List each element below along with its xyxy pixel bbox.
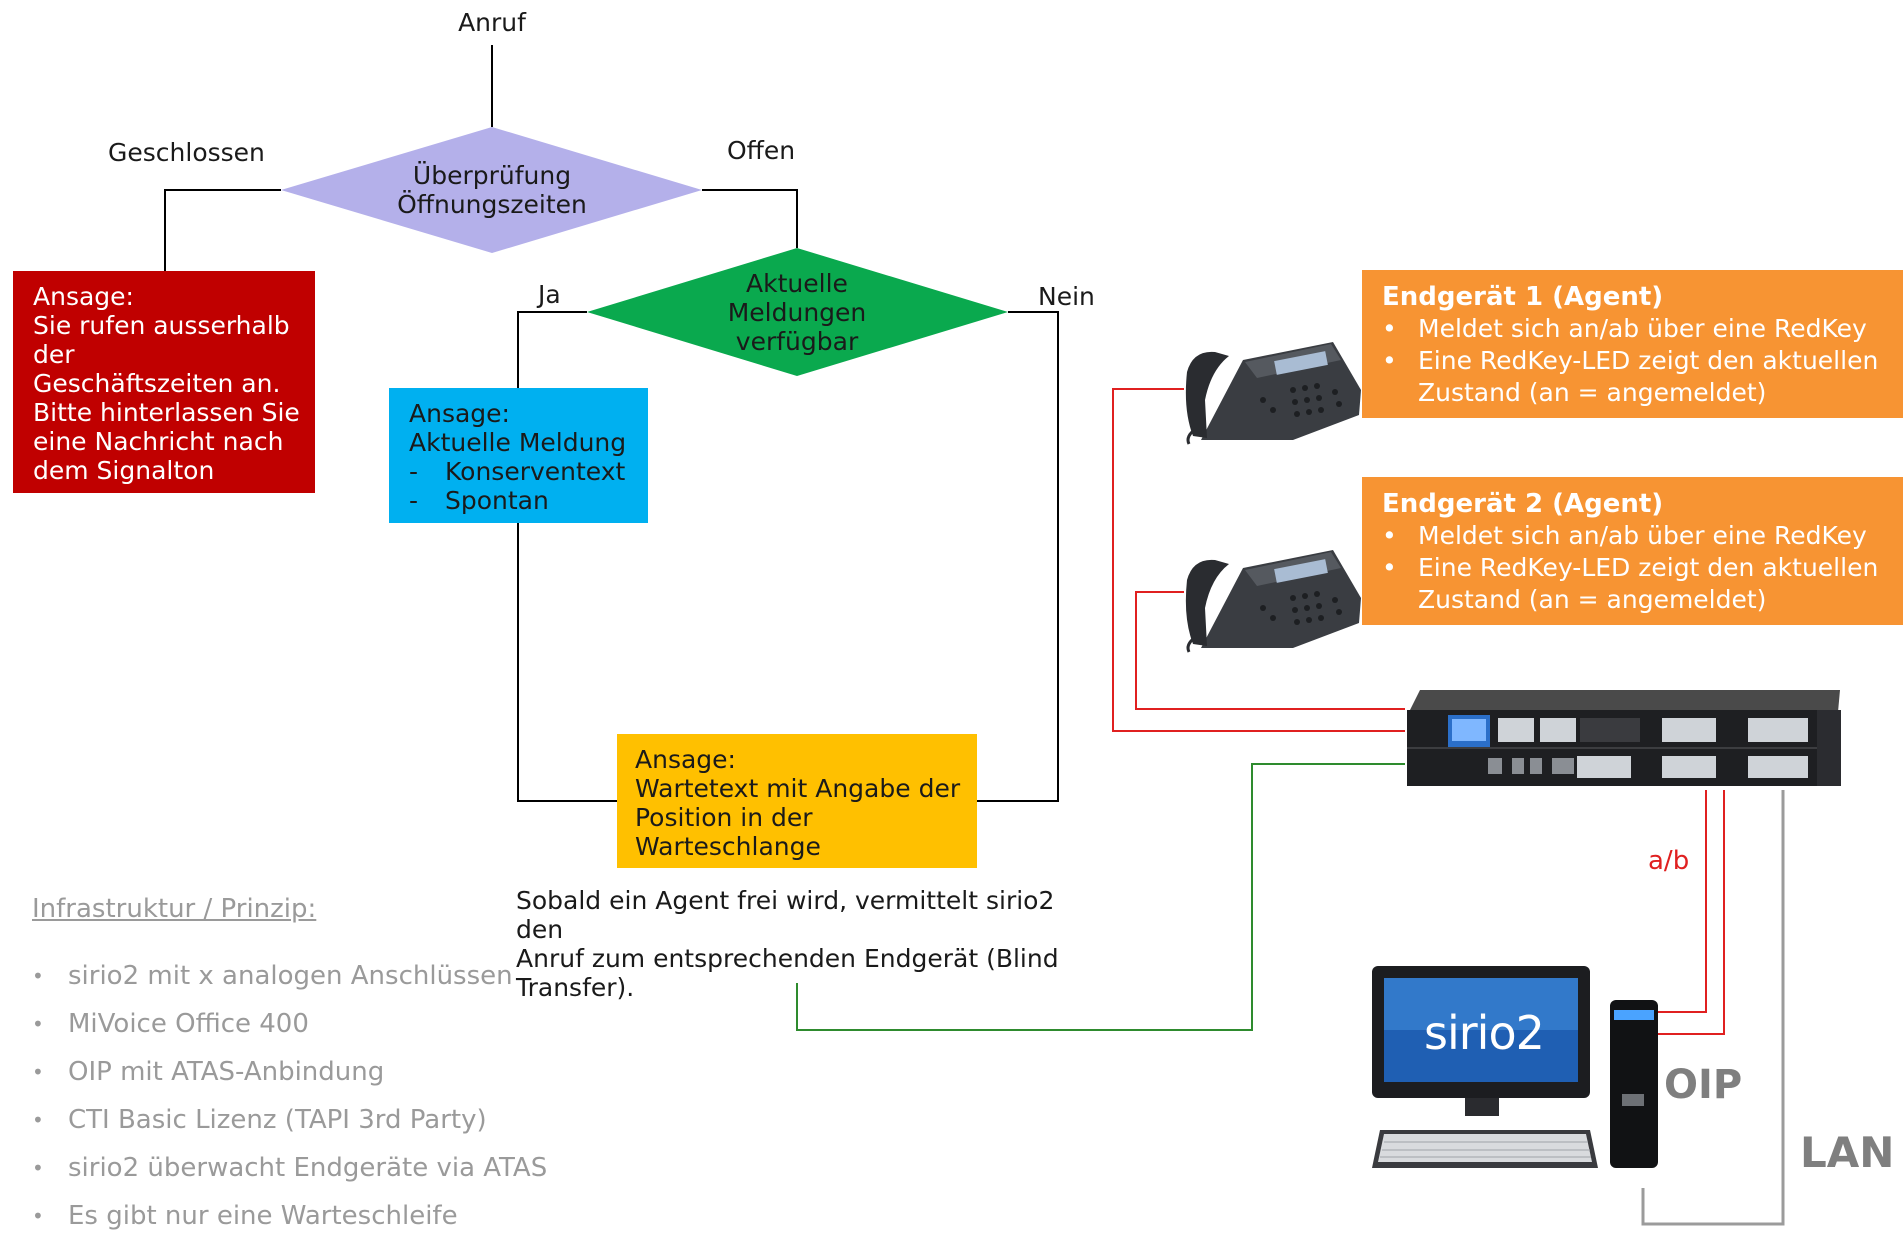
- endpoint-1-box: Endgerät 1 (Agent) •Meldet sich an/ab üb…: [1362, 270, 1903, 418]
- decision-current-messages: [587, 248, 1008, 376]
- desk-phone-1-icon: [1185, 342, 1361, 445]
- infrastructure-item: •MiVoice Office 400: [32, 1009, 309, 1039]
- decision-opening-hours-text: Überprüfung Öffnungszeiten: [397, 161, 587, 219]
- flow-connectors: [164, 45, 1059, 802]
- lan-label: LAN: [1800, 1128, 1895, 1177]
- infrastructure-item: •sirio2 mit x analogen Anschlüssen: [32, 961, 513, 991]
- infrastructure-item: •OIP mit ATAS-Anbindung: [32, 1057, 385, 1087]
- desk-phone-2-icon: [1185, 550, 1361, 653]
- oip-wiring: [796, 763, 1405, 1031]
- open-branch-label: Offen: [727, 136, 796, 165]
- start-label: Anruf: [458, 8, 526, 37]
- pc-screen-logo: sirio2: [1424, 1006, 1545, 1060]
- ab-wiring: [1658, 790, 1725, 1035]
- oip-label: OIP: [1664, 1062, 1743, 1108]
- phone-wiring: [1112, 388, 1405, 732]
- endpoint-2-box: Endgerät 2 (Agent) •Meldet sich an/ab üb…: [1362, 477, 1903, 625]
- waiting-announcement-box: Ansage: Wartetext mit Angabe der Positio…: [617, 734, 977, 868]
- current-message-box: Ansage: Aktuelle Meldung -Konserventext …: [389, 388, 648, 523]
- pc-workstation-icon: [1372, 966, 1658, 1168]
- closed-announcement-box: Ansage: Sie rufen ausserhalb der Geschäf…: [13, 271, 315, 493]
- infrastructure-item: •CTI Basic Lizenz (TAPI 3rd Party): [32, 1105, 487, 1135]
- endpoint-2-title: Endgerät 2 (Agent): [1382, 489, 1664, 519]
- decision-opening-hours: [281, 127, 702, 253]
- transfer-note: Sobald ein Agent frei wird, vermittelt s…: [516, 886, 1059, 1002]
- ab-label: a/b: [1648, 846, 1690, 876]
- infrastructure-section: Infrastruktur / Prinzip: •sirio2 mit x a…: [32, 894, 552, 1240]
- closed-branch-label: Geschlossen: [108, 138, 265, 167]
- endpoint-1-title: Endgerät 1 (Agent): [1382, 282, 1664, 312]
- no-branch-label: Nein: [1038, 282, 1095, 311]
- yes-branch-label: Ja: [538, 280, 561, 309]
- infrastructure-heading: Infrastruktur / Prinzip:: [32, 894, 317, 924]
- infrastructure-item: •Es gibt nur eine Warteschleife: [32, 1201, 458, 1231]
- lan-wiring: [1641, 790, 1785, 1226]
- infrastructure-item: •sirio2 überwacht Endgeräte via ATAS: [32, 1153, 548, 1183]
- pbx-server-icon: [1407, 690, 1841, 786]
- decision-current-messages-text: Aktuelle Meldungen verfügbar: [727, 269, 867, 356]
